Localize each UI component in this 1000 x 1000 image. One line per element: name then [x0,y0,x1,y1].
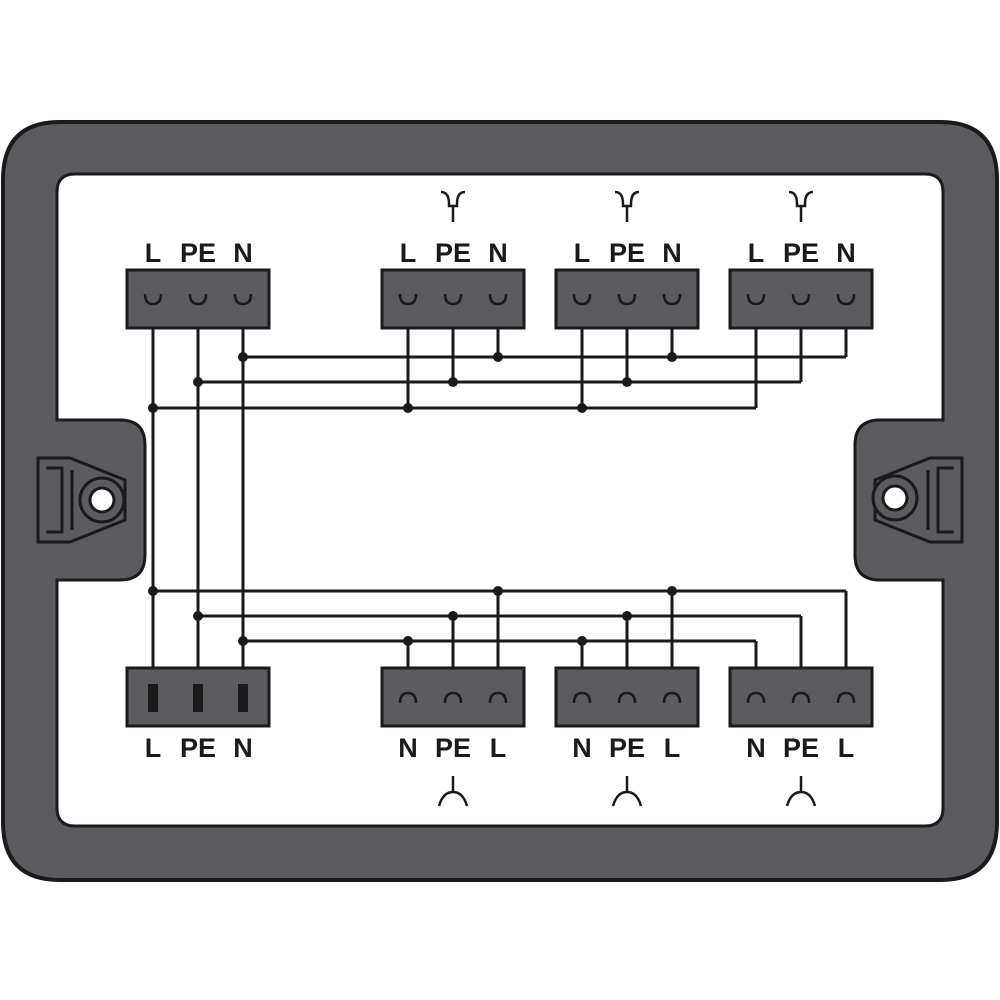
contact-socket [791,293,811,306]
right-mounting-bracket [871,456,964,544]
label-output-top: L [574,238,591,268]
label-output-bottom: N [398,733,418,763]
label-input-bottom: L [145,733,162,763]
label-output-bottom: L [490,733,507,763]
contact-socket [233,293,253,306]
label-output-bottom: L [838,733,855,763]
left-mounting-bracket [36,456,127,544]
contact-socket [488,293,508,306]
label-output-top: PE [435,238,471,268]
label-output-top: PE [783,238,819,268]
contact-socket [398,293,418,306]
junction-dot [403,636,413,646]
label-input-bottom: PE [180,733,216,763]
contact-plug [662,691,682,704]
junction-dot [403,403,413,413]
junction-dot [148,403,158,413]
label-output-bottom: N [572,733,592,763]
label-input-bottom: N [233,733,253,763]
socket-icon [440,190,466,222]
junction-dot [667,352,677,362]
contact-socket [746,293,766,306]
contact-plug [617,691,637,704]
contact-plug [572,691,592,704]
contact-plug [836,691,856,704]
junction-dot [148,586,158,596]
junction-dot [493,586,503,596]
junction-dot [622,377,632,387]
output-top-connector-3 [728,268,874,330]
label-output-top: PE [609,238,645,268]
output-top-connector-2 [554,268,700,330]
label-output-top: N [662,238,682,268]
plug-icon [437,776,469,807]
contact-socket [572,293,592,306]
contact-plug [398,691,418,704]
label-output-top: N [488,238,508,268]
junction-dot [448,611,458,621]
contact-plug [443,691,463,704]
contact-socket [443,293,463,306]
label-output-bottom: PE [609,733,645,763]
junction-dot [577,636,587,646]
inner-area [55,172,945,828]
label-output-top: L [748,238,765,268]
output-bottom-connector-3 [728,666,874,728]
contact-socket [836,293,856,306]
label-output-top: N [836,238,856,268]
contact-socket [143,293,163,306]
plug-icon [785,776,817,807]
junction-dot [193,377,203,387]
contact-socket [662,293,682,306]
connector-blocks [125,190,874,807]
contact-plug [488,691,508,704]
contact-plug [791,691,811,704]
contact-pin [193,684,203,712]
label-output-bottom: PE [783,733,819,763]
label-output-bottom: N [746,733,766,763]
label-input-top: L [145,238,162,268]
junction-dot [238,636,248,646]
label-input-top: N [233,238,253,268]
label-output-top: L [400,238,417,268]
junction-dot [577,403,587,413]
label-output-bottom: PE [435,733,471,763]
plug-icon-arch [785,790,817,807]
junction-dot [448,377,458,387]
plug-icon-arch [437,790,469,807]
output-bottom-connector-1 [380,666,526,728]
socket-icon [788,190,814,222]
junction-dot [193,611,203,621]
contact-socket [617,293,637,306]
contact-plug [746,691,766,704]
junction-dot [493,352,503,362]
plug-icon [611,776,643,807]
output-top-connector-1 [380,268,526,330]
junction-dot [622,611,632,621]
contact-pin [238,684,248,712]
input-top-connector [125,268,271,330]
plug-icon-arch [611,790,643,807]
label-output-bottom: L [664,733,681,763]
label-input-top: PE [180,238,216,268]
contact-pin [148,684,158,712]
output-bottom-connector-2 [554,666,700,728]
terminal-labels: L PE N L PE N L PE N N PE L L PE N N PE L L PE N N PE L [145,238,856,763]
junction-dot [238,352,248,362]
socket-icon [614,190,640,222]
junction-dot [667,586,677,596]
contact-socket [188,293,208,306]
